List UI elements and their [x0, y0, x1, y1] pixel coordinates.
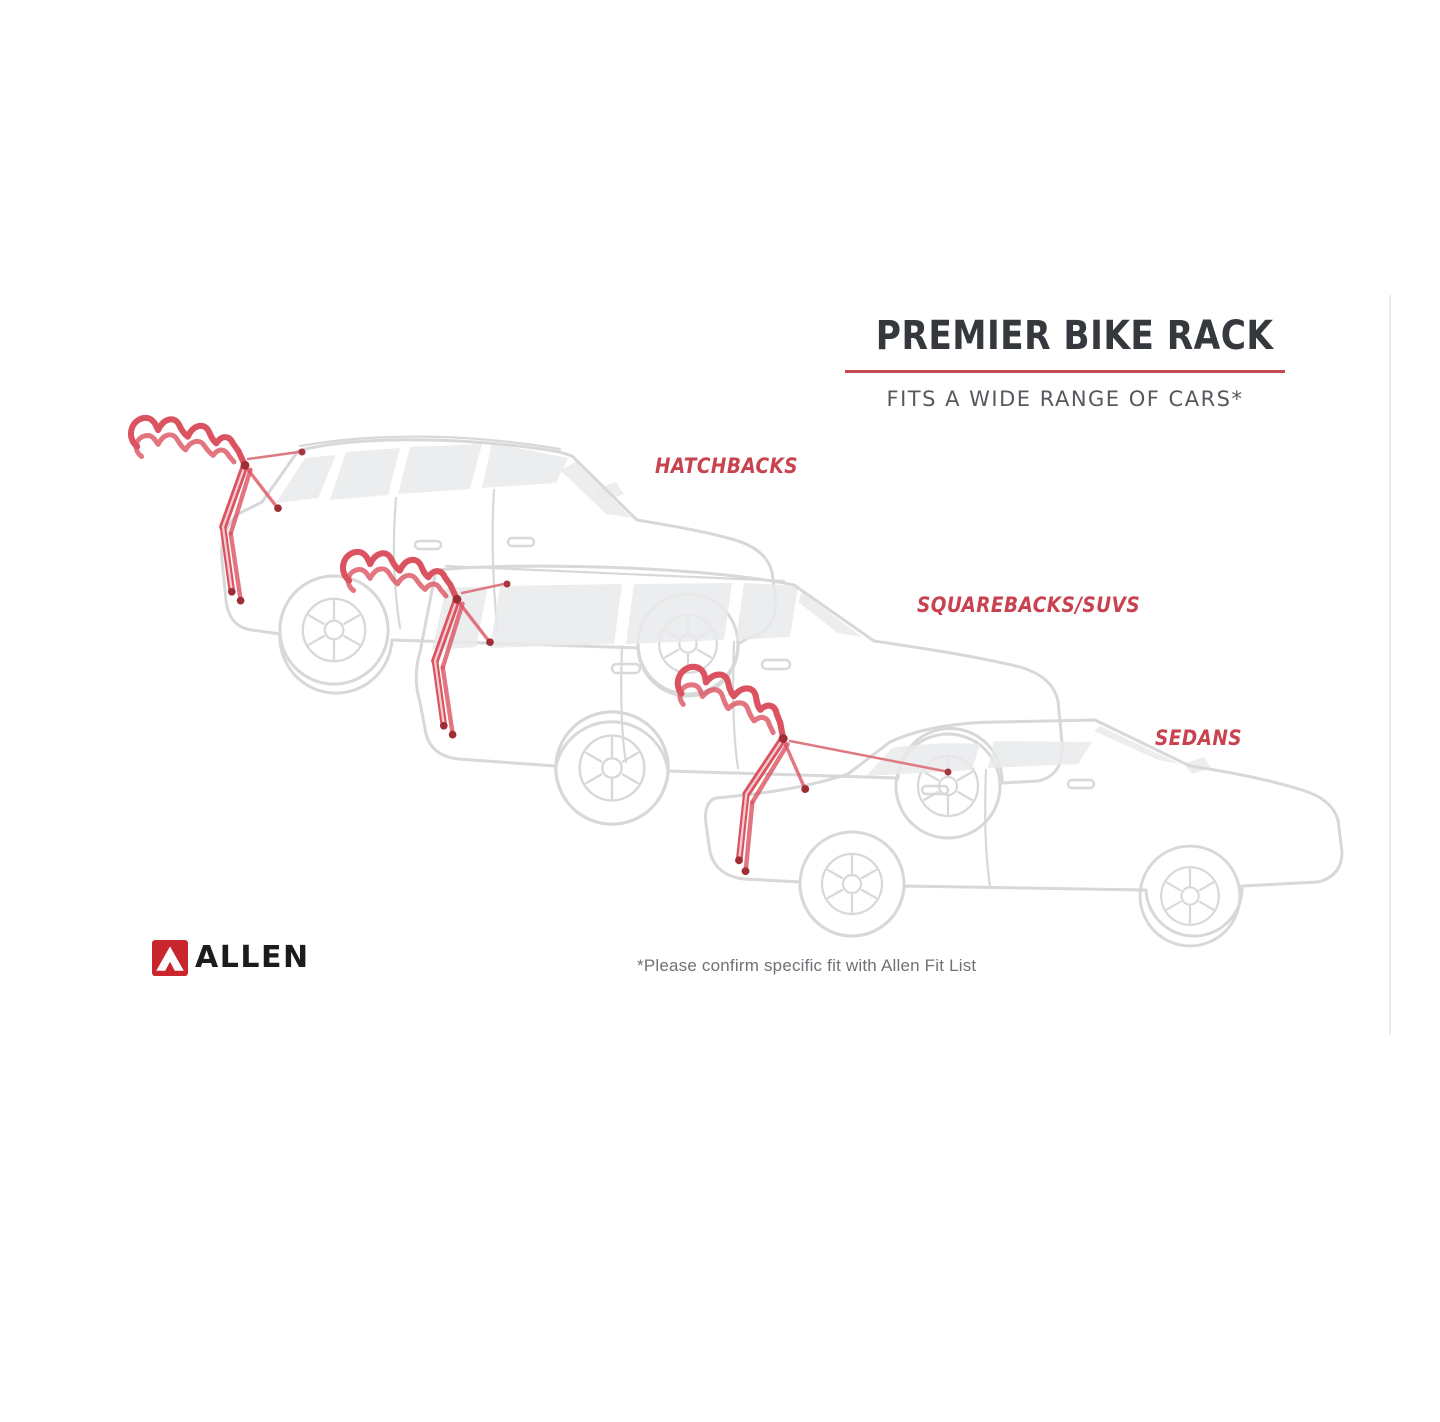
bike-rack-on-sedan [636, 664, 952, 885]
label-sedans: SEDANS [1155, 726, 1242, 750]
label-hatchbacks: HATCHBACKS [655, 454, 799, 478]
squareback-suv-car-illustration [414, 564, 1064, 840]
label-squarebacks-suvs: SQUAREBACKS/SUVS [917, 593, 1141, 617]
title-divider [845, 370, 1285, 373]
page-title: PREMIER BIKE RACK [875, 313, 1274, 359]
hatchback-car-illustration [220, 435, 778, 698]
header: PREMIER BIKE RACK FITS A WIDE RANGE OF C… [845, 314, 1285, 411]
brand-name: ALLEN [195, 940, 310, 975]
page-edge-divider [1389, 295, 1391, 1035]
page-subtitle: FITS A WIDE RANGE OF CARS* [886, 387, 1244, 411]
sedan-car-illustration [704, 718, 1344, 948]
brand-logo: ALLEN [152, 940, 310, 976]
bike-rack-on-squareback [343, 552, 511, 739]
bike-rack-on-hatchback [131, 418, 306, 605]
allen-mountain-triangle-icon [152, 940, 188, 976]
footnote: *Please confirm specific fit with Allen … [637, 956, 977, 975]
